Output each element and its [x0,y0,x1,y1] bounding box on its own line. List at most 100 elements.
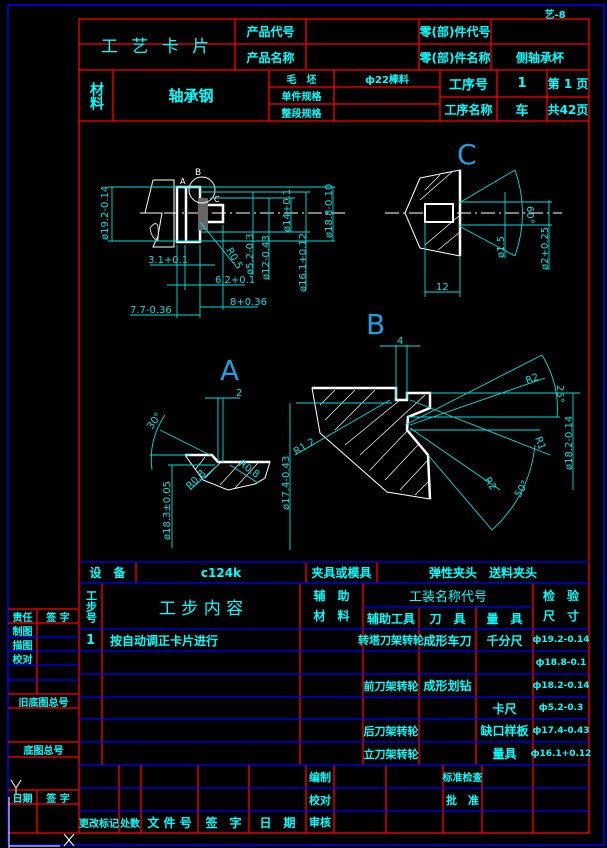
step-cell-no: 1 [85,632,96,648]
process-no-value: 1 [517,76,527,91]
equipment-label: 设 备 [89,566,126,580]
chuck-hatch [149,223,159,241]
dim-text: 30° [145,411,164,432]
date-label: 日 期 [259,815,296,830]
dim-text: 8+0.36 [230,297,267,308]
checked-label: 校对 [309,793,331,807]
mark-b: B [195,168,201,178]
proofread-label: 校对 [12,654,33,666]
grid-lines [8,561,589,812]
view-c-label: C [457,138,477,171]
total-pages: 共42页 [547,102,589,117]
dim-text: 3.1+0.1 [148,255,188,266]
step-cell-content [102,651,300,674]
dim-text: R2 [482,475,499,492]
count-label: 处数 [120,818,140,830]
chuck-outline [144,179,175,248]
change-mark-label: 更改标记 [79,818,119,830]
header-gauge: 量 具 [486,611,523,626]
sign2-label: 签 字 [46,793,70,805]
dim-text: 25° [554,385,565,403]
part-name-value: 侧轴承杯 [515,50,564,65]
dim-text: ø18.8-0.10 [324,184,335,238]
fixture-value: 弹性夹头 送料夹头 [428,566,537,580]
process-name-label: 工序名称 [444,102,493,117]
step-cell-size: ф16.1+0.12 [530,748,592,759]
dim-text: 4 [397,336,403,347]
blank-value: ф22棒料 [365,75,409,86]
step-cell-no [79,719,102,742]
blank-label: 毛 坯 [286,75,317,86]
base-no-label: 底图总号 [23,746,64,757]
reviewed-label: 审核 [309,816,331,829]
step-cell-cutter: 成形划钻 [423,679,472,693]
dim-text: 50° [513,479,531,500]
header-step-no: 工步号 [84,589,98,623]
step-cell-aux-tool: 前刀架转轮 [363,679,419,693]
part-code-label: 零(部)件代号 [419,25,491,39]
step-cell-no [79,674,102,697]
header-tooling: 工装名称代号 [408,589,487,605]
step-cell-aux-tool: 转塔刀架转轮 [358,634,424,647]
step-cell-gauge: 千分尺 [486,633,523,648]
mark-c: C [214,195,220,204]
signature-label: 签 字 [205,815,242,830]
mark-a: A [180,177,186,186]
dim-text: ø12-0.43 [261,235,272,280]
step-cell-cutter [419,697,476,719]
step-cell-aux-tool [363,697,419,719]
step-cell-no [79,742,102,765]
header-inspect: 检 验 尺 寸 [542,589,579,623]
step-cell-gauge [476,651,533,674]
step-cell-no [79,697,102,719]
card-title: 工 艺 卡 片 [100,37,214,57]
dim-text: 2 [236,388,242,399]
approved-label: 批 准 [446,793,479,807]
detail-view-a: A 2 30° R0.8 R0.8 ø18.3±0.05 [145,354,271,548]
fixture-label: 夹具或模具 [311,566,372,580]
step-cell-cutter [419,742,476,765]
dim-text: R0.5 [223,246,244,271]
drawn-label: 制图 [12,626,33,638]
step-cell-cutter [419,719,476,742]
dim-text: 6.2+0.1 [215,275,255,286]
main-dim-texts: ø19.2-0.14 ø18.8-0.10 ø14+0.1 ø16.1+0.12… [100,168,335,316]
page-number: 第 1 页 [547,77,589,91]
main-dim-lines [108,186,335,318]
step-cell-aux-tool: 后刀架转轮 [363,724,419,738]
material-value: 轴承钢 [168,87,214,105]
step-cell-cutter [419,651,476,674]
step-cell-content [102,719,300,742]
dim-text: ø17.4-0.43 [281,456,292,510]
step-cell-gauge [476,674,533,697]
dim-text: ø14+0.1 [282,189,293,232]
segment-spec-value [334,104,440,121]
step-cell-content [102,674,300,697]
product-code-label: 产品代号 [246,25,295,39]
part-name-label: 零(部)件名称 [419,50,491,65]
dim-text: 12 [436,282,449,293]
process-no-label: 工序号 [448,78,488,93]
traced-label: 描图 [12,640,33,652]
dim-text: R1 [532,435,547,451]
step-cell-size: ф18.8-0.1 [535,657,587,668]
step-cell-gauge: 卡尺 [492,701,517,716]
dim-text: ø5.2-0.3 [245,233,256,275]
dim-text: R2 [524,372,540,387]
view-b-label: B [366,308,385,341]
dim-text: ø18.3±0.05 [162,481,173,540]
process-name-value: 车 [515,103,529,119]
product-code-value [306,19,419,44]
dim-text: 7.7-0.36 [130,305,172,316]
old-base-no-label: 旧底图总号 [18,697,69,709]
dim-text: 60° [524,206,535,224]
step-cell-cutter: 成形车刀 [423,633,472,648]
step-cell-content [102,742,300,765]
responsibility-label: 责任 [12,612,33,624]
main-view: ø19.2-0.14 ø18.8-0.10 ø14+0.1 ø16.1+0.12… [100,168,345,318]
step-cell-size: ф18.2-0.14 [532,680,590,691]
step-cell-no [79,651,102,674]
date-strip-label: 日期 [12,793,33,805]
header-cutter: 刀 具 [429,611,466,626]
